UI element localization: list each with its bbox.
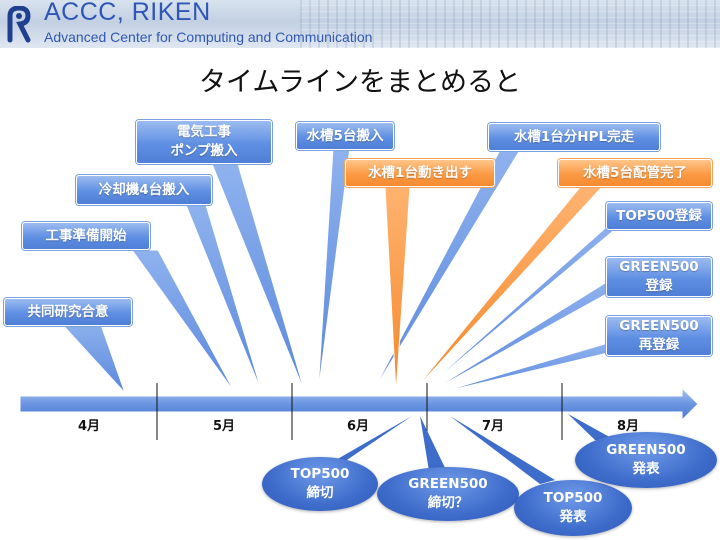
- milestone-green500-reregistration: GREEN500 再登録: [606, 316, 712, 356]
- milestone-label: 水槽1台動き出す: [368, 164, 472, 181]
- event-label: GREEN500: [606, 442, 686, 458]
- org-name: ACCC, RIKEN: [44, 0, 211, 26]
- callout-tail: [427, 279, 611, 394]
- event-label: 発表: [632, 461, 660, 477]
- milestone-label: 登録: [645, 278, 673, 294]
- milestone-tanks-delivery: 水槽5台搬入: [296, 122, 394, 150]
- callout-tail: [185, 204, 263, 394]
- callout-tail: [568, 414, 615, 440]
- riken-logo-icon: [7, 6, 31, 43]
- event-label: 発表: [559, 509, 587, 525]
- month-label-august: 8月: [617, 419, 640, 434]
- milestone-green500-registration: GREEN500 登録: [606, 257, 712, 297]
- milestone-label: ポンプ搬入: [170, 143, 238, 159]
- callout-tail: [131, 249, 236, 394]
- callout-tail: [450, 416, 555, 484]
- milestone-piping-complete: 水槽5台配管完了: [558, 159, 712, 187]
- month-label-july: 7月: [482, 419, 505, 434]
- event-label: 締切: [306, 485, 334, 501]
- milestone-label: TOP500登録: [616, 207, 702, 224]
- header-decoration: [300, 0, 720, 48]
- milestone-label: 水槽5台配管完了: [583, 164, 687, 181]
- org-subtitle: Advanced Center for Computing and Commun…: [44, 29, 373, 45]
- milestone-label: 冷却機4台搬入: [98, 181, 190, 198]
- milestone-tank-operational: 水槽1台動き出す: [345, 159, 495, 187]
- milestone-label: 工事準備開始: [45, 227, 127, 244]
- milestone-hpl-complete: 水槽1台分HPL完走: [488, 123, 660, 151]
- milestone-label: 共同研究合意: [27, 303, 109, 320]
- event-label: TOP500: [543, 490, 603, 506]
- milestone-agreement: 共同研究合意: [4, 298, 132, 326]
- event-green500-deadline: GREEN500 締切？: [377, 467, 519, 521]
- event-top500-deadline: TOP500 締切: [262, 457, 378, 511]
- month-label-may: 5月: [213, 419, 236, 434]
- milestone-label: 再登録: [638, 337, 680, 353]
- event-label: GREEN500: [408, 476, 488, 492]
- callout-tail: [420, 416, 448, 477]
- timeline-arrow: [19, 386, 699, 422]
- event-green500-announcement: GREEN500 発表: [575, 432, 717, 488]
- milestone-chillers-delivery: 冷却機4台搬入: [76, 175, 212, 205]
- callout-tail: [384, 186, 411, 394]
- event-label: TOP500: [290, 466, 350, 482]
- month-label-april: 4月: [78, 419, 101, 434]
- event-label: 締切？: [427, 495, 469, 511]
- callout-tail: [411, 186, 604, 394]
- callout-tail: [58, 321, 126, 394]
- milestone-label: 電気工事: [177, 124, 231, 140]
- event-top500-announcement: TOP500 発表: [514, 480, 632, 536]
- milestone-label: 水槽5台搬入: [306, 127, 384, 144]
- callout-tail: [437, 342, 609, 394]
- slide-title: タイムラインをまとめると: [198, 67, 522, 98]
- milestone-construction-prep: 工事準備開始: [22, 222, 150, 250]
- header-banner: ACCC, RIKEN Advanced Center for Computin…: [0, 0, 720, 48]
- month-label-june: 6月: [347, 419, 370, 434]
- milestone-electrical-pump: 電気工事 ポンプ搬入: [136, 120, 272, 164]
- milestone-label: 水槽1台分HPL完走: [513, 128, 635, 145]
- milestone-label: GREEN500: [619, 318, 699, 334]
- milestone-label: GREEN500: [619, 259, 699, 275]
- callout-tail: [211, 163, 306, 394]
- milestone-top500-registration: TOP500登録: [606, 202, 712, 230]
